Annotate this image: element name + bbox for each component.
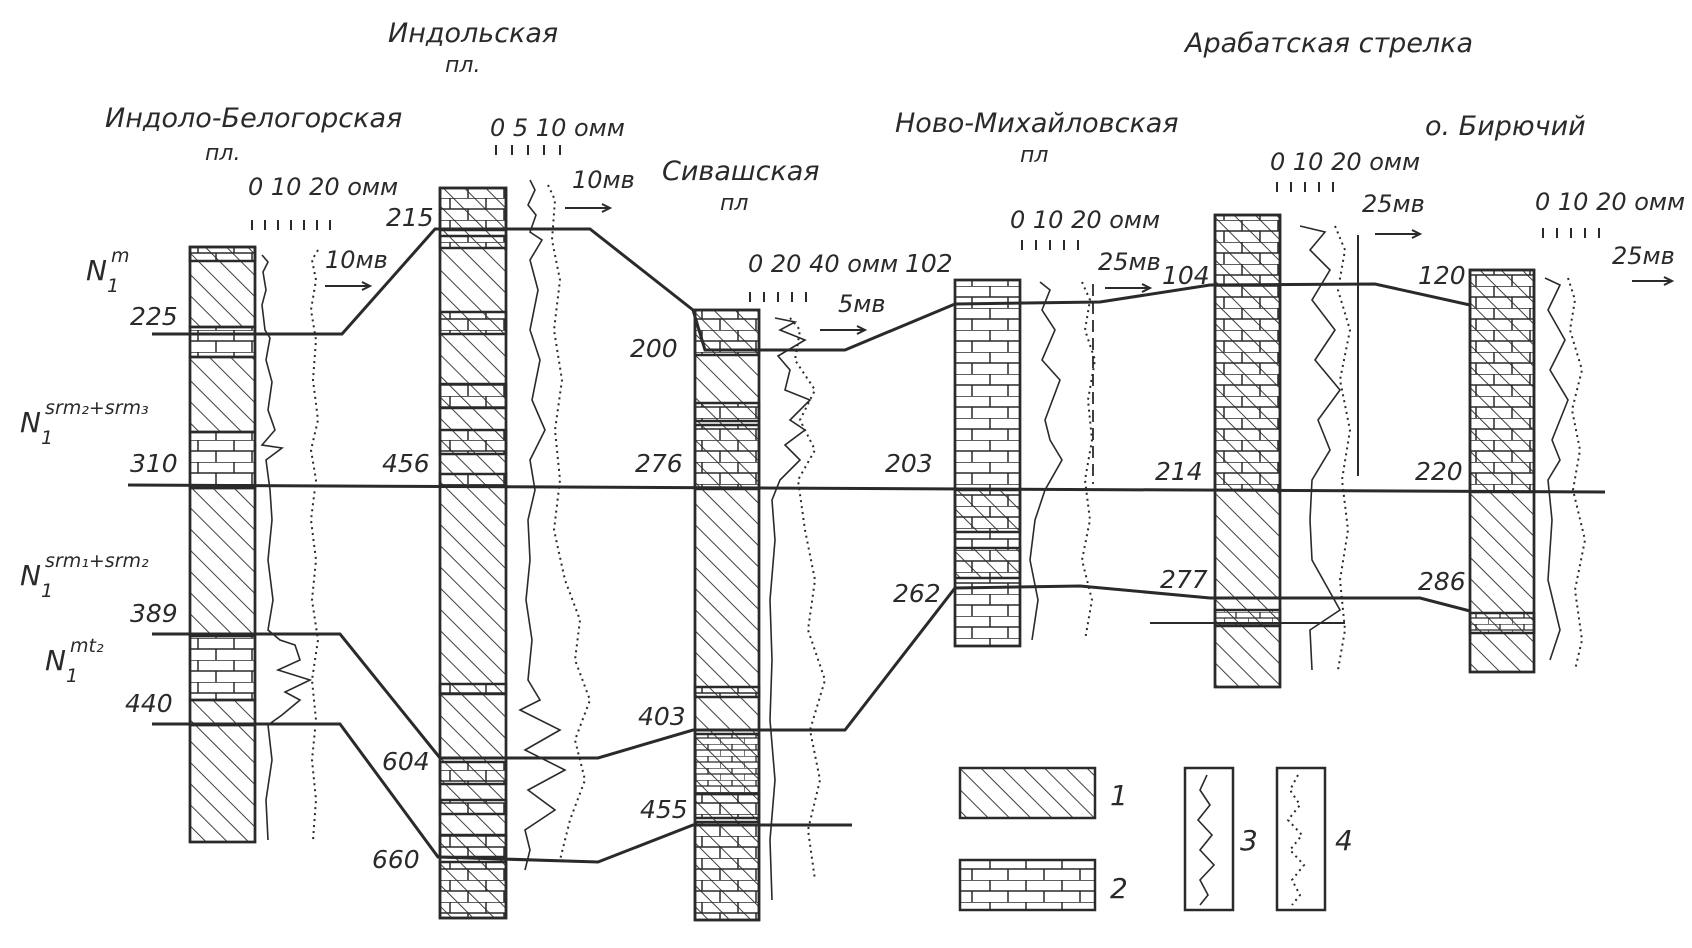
well-biryuchiy (1468, 268, 1587, 674)
depth-label: 203 (885, 449, 933, 478)
depth-label: 215 (386, 203, 434, 232)
well-4-subtitle: пл (1020, 143, 1048, 168)
well-5-scale: 0 10 20 омм (1270, 148, 1420, 176)
depth-label: 403 (638, 702, 686, 731)
depth-label: 214 (1155, 457, 1203, 486)
depth-label: 456 (382, 449, 430, 478)
legend-swatch-resistivity (1183, 766, 1235, 912)
well-novo-mikhailovskaya (953, 278, 1097, 648)
resistivity-scales (251, 145, 1600, 302)
well-1-subtitle: пл. (205, 141, 240, 166)
depth-label: 455 (640, 795, 688, 824)
depth-label: 220 (1415, 457, 1463, 486)
legend-swatch-limestone (958, 858, 1097, 912)
well-1-title: Индоло-Белогорская (105, 103, 402, 134)
well-arabatskaya-strelka (1213, 213, 1359, 689)
datum-line (127, 483, 1606, 494)
depth-label: 310 (130, 449, 178, 478)
depth-label: 262 (893, 579, 941, 608)
legend-swatch-sp (1275, 766, 1327, 912)
legend-swatch-clay (958, 766, 1097, 820)
well-4-scale: 0 10 20 омм (1010, 206, 1160, 234)
well-2-sp: 10мв (572, 166, 635, 194)
strat-label-m: N1m (86, 245, 130, 297)
legend-label-1: 1 (1110, 779, 1128, 812)
legend-labels: 1 2 3 4 (1110, 779, 1353, 905)
legend-label-2: 2 (1110, 872, 1128, 905)
well-1-sp: 10мв (325, 246, 388, 274)
well-6-sp: 25мв (1612, 242, 1675, 270)
well-titles: Индоло-Белогорская пл. Индольская пл. Си… (105, 18, 1586, 216)
well-sivashskaya (693, 308, 827, 922)
depth-label: 120 (1418, 261, 1466, 290)
well-3-title: Сивашская (662, 156, 820, 187)
legend-label-3: 3 (1240, 824, 1258, 857)
depth-label: 277 (1160, 565, 1208, 594)
legend (958, 766, 1327, 912)
well-6-scale: 0 10 20 омм (1535, 188, 1685, 216)
well-5-sp: 25мв (1362, 190, 1425, 218)
sp-arrows (325, 203, 1675, 335)
depth-labels: 225 310 389 440 215 456 604 660 200 276 … (125, 203, 1466, 874)
well-4-title: Ново-Михайловская (895, 108, 1179, 139)
strat-label-srm1-srm2: N1srm₁+srm₂ (20, 550, 149, 602)
depth-label: 276 (635, 449, 683, 478)
strat-label-mt2: N1mt₂ (45, 635, 104, 687)
well-5-title: Арабатская стрелка (1183, 28, 1473, 59)
legend-label-4: 4 (1335, 824, 1353, 857)
depth-label: 225 (130, 302, 178, 331)
well-3-subtitle: пл (720, 191, 748, 216)
sp-labels: 10мв 10мв 5мв 25мв 25мв 25мв (325, 166, 1675, 318)
depth-label: 604 (382, 747, 430, 776)
depth-label: 200 (630, 334, 678, 363)
depth-label: 102 (905, 249, 953, 278)
depth-label: 389 (130, 599, 178, 628)
depth-label: 440 (125, 689, 173, 718)
depth-label: 660 (372, 845, 420, 874)
well-6-title: о. Бирючий (1425, 111, 1586, 142)
strat-labels: N1m N1srm₂+srm₃ N1srm₁+srm₂ N1mt₂ (20, 245, 149, 687)
well-2-title: Индольская (388, 18, 558, 49)
well-2-scale: 0 5 10 омм (490, 114, 625, 142)
strat-label-srm2-srm3: N1srm₂+srm₃ (20, 397, 149, 449)
well-2-subtitle: пл. (445, 53, 480, 78)
depth-label: 286 (1418, 567, 1466, 596)
depth-label: 104 (1162, 261, 1210, 290)
correlation-lines (127, 227, 1606, 864)
well-3-sp: 5мв (838, 290, 886, 318)
well-indolskaya (438, 179, 592, 920)
scale-labels: 0 10 20 омм 0 5 10 омм 0 20 40 омм 0 10 … (248, 114, 1685, 278)
well-1-scale: 0 10 20 омм (248, 173, 398, 201)
well-indolo-belogorskaya (188, 245, 320, 844)
well-3-scale: 0 20 40 омм (748, 250, 898, 278)
well-4-sp: 25мв (1098, 248, 1161, 276)
